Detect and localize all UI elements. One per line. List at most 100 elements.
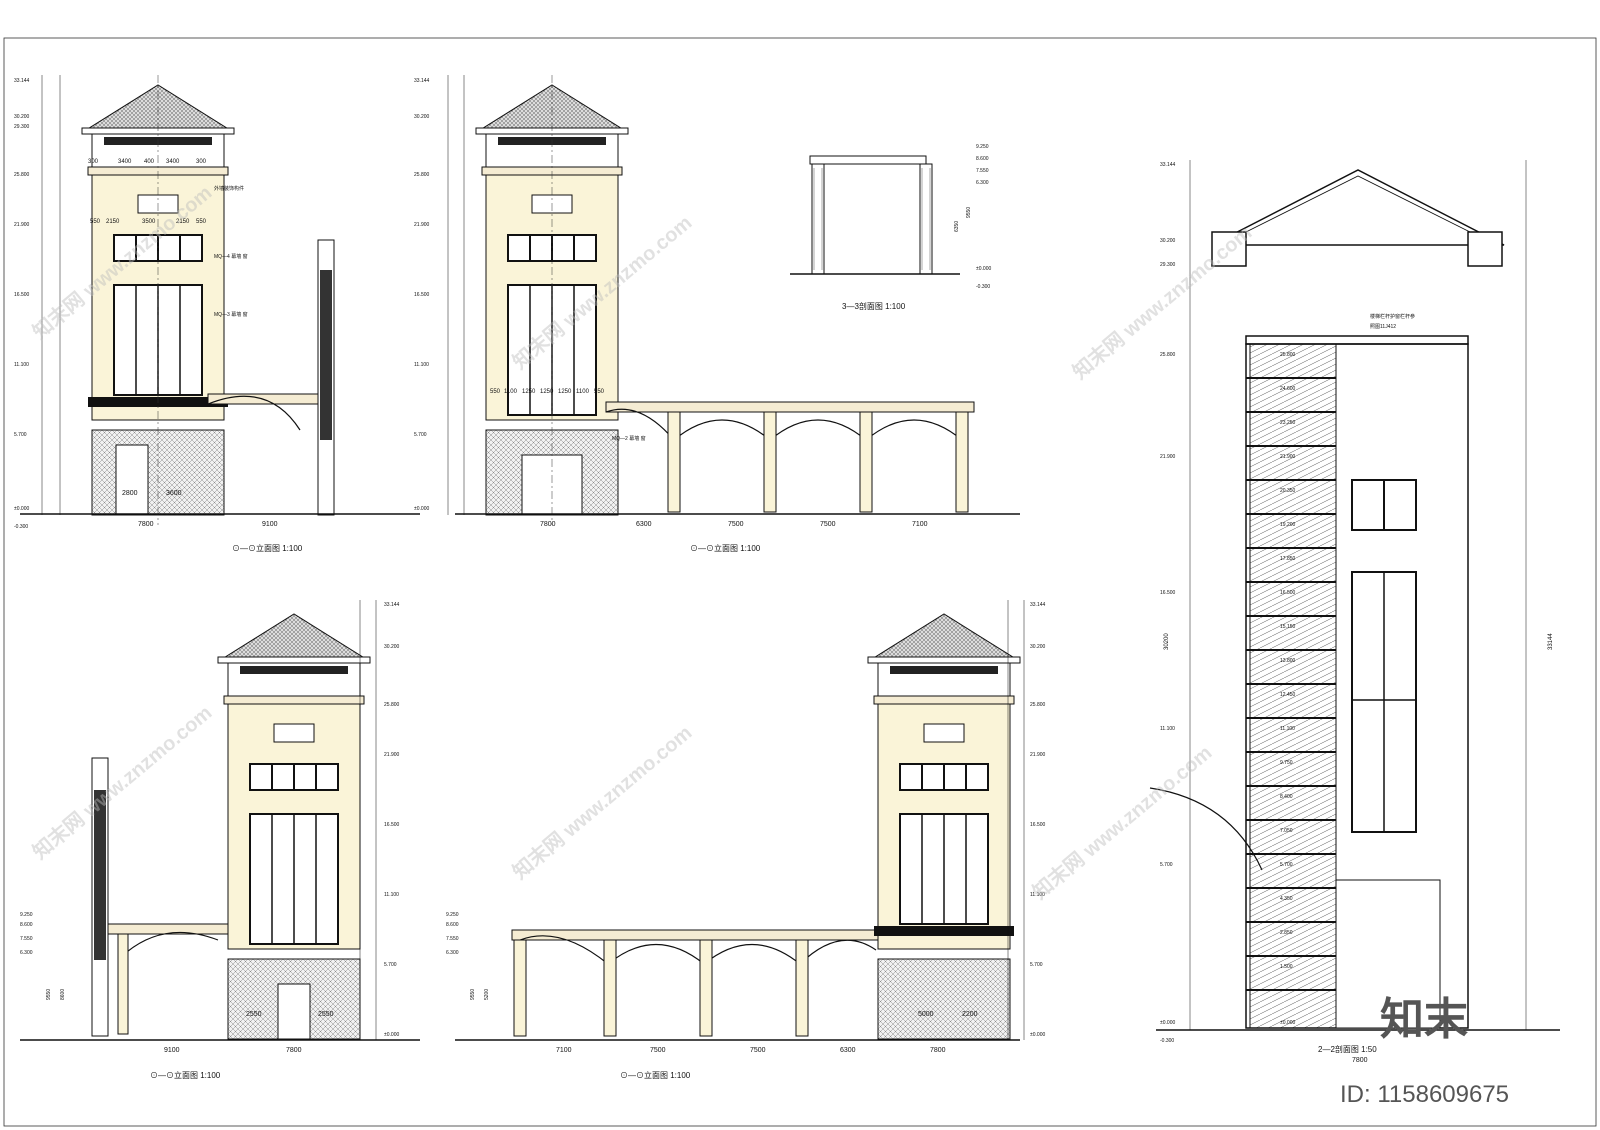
dim-value: 9550 <box>966 207 972 218</box>
level-mark: 30.200 <box>1030 644 1046 650</box>
level-column-c: 33.144 30.200 25.800 21.900 16.500 11.10… <box>359 600 400 1040</box>
level-mark: 15.150 <box>1280 624 1296 630</box>
level-mark: 25.800 <box>1030 702 1046 708</box>
level-mark: 11.100 <box>14 362 29 368</box>
dim-value: 550 <box>490 389 501 395</box>
arcade-c <box>107 923 229 1035</box>
elevation-a: 7800 9100 2800 3600 ⊙—⊙立面图 1:100 <box>20 75 420 553</box>
level-mark: 21.900 <box>1030 752 1046 758</box>
level-column-a: 33.144 30.200 29.300 25.800 21.900 16.50… <box>14 75 61 530</box>
dim-value: 400 <box>144 159 155 165</box>
level-mark: 16.500 <box>1280 590 1296 596</box>
level-mark: -0.300 <box>1160 1038 1174 1044</box>
level-mark: ±0.000 <box>1280 1020 1295 1026</box>
level-mark: ±0.000 <box>384 1032 399 1038</box>
dim-value: 7500 <box>650 1047 666 1054</box>
dim-value: 30200 <box>1164 633 1170 650</box>
dim-value: 550 <box>90 219 101 225</box>
level-mark: 11.100 <box>384 892 399 898</box>
dim-chain-a: 7800 9100 2800 3600 <box>122 490 278 528</box>
dim-value: 7500 <box>820 521 836 528</box>
level-mark: 9.250 <box>20 912 33 918</box>
section-2-2-levels: 25.800 24.600 23.250 21.900 20.350 19.20… <box>1164 313 1554 1064</box>
drawing-title: ⊙—⊙立面图 1:100 <box>150 1070 221 1080</box>
dim-value: 9550 <box>470 989 476 1000</box>
watermark: 知末网 www.znzmo.com <box>508 720 697 884</box>
section-3-3-levels: 9.250 8.600 7.550 6.300 ±0.000 -0.300 63… <box>954 144 991 290</box>
level-mark: 30.200 <box>1160 238 1176 244</box>
drawing-title: ⊙—⊙立面图 1:100 <box>620 1070 691 1080</box>
level-mark: 8.600 <box>976 156 989 162</box>
level-mark: 5.700 <box>414 432 427 438</box>
dim-value: 3400 <box>118 159 132 165</box>
note-line: 楼梯栏杆护窗栏杆参 <box>1370 313 1415 320</box>
watermark: 知末网 www.znzmo.com <box>28 700 217 864</box>
tower-c <box>217 613 371 1040</box>
callout-label: MQ—4 幕墙 窗 <box>214 253 248 260</box>
tower-d <box>867 613 1021 1040</box>
entry-door <box>115 444 149 516</box>
level-mark: -0.300 <box>976 284 990 290</box>
level-mark: 16.500 <box>1160 590 1176 596</box>
level-mark: 6.300 <box>20 950 33 956</box>
dim-value: 300 <box>88 159 99 165</box>
elevation-d: 7100 7500 7500 6300 7800 5000 2200 ⊙—⊙立面… <box>455 613 1021 1080</box>
level-mark: 33.144 <box>14 78 30 84</box>
dim-value: 9100 <box>164 1047 180 1054</box>
callout-label: MQ—2 幕墙 窗 <box>612 435 646 442</box>
level-mark: 9.750 <box>1280 760 1293 766</box>
dim-value: 1100 <box>504 389 518 395</box>
level-mark: 13.800 <box>1280 658 1296 664</box>
note-line: 照图11J412 <box>1370 324 1396 330</box>
tower-a <box>81 75 235 525</box>
level-mark: 7.550 <box>20 936 33 942</box>
level-mark: 1.500 <box>1280 964 1293 970</box>
dim-chain-c: 9100 7800 2550 2550 <box>164 1011 334 1054</box>
level-mark: 33.144 <box>414 78 430 84</box>
dim-value: 1100 <box>576 389 590 395</box>
drawing-title: 3—3剖面图 1:100 <box>842 301 906 311</box>
dim-value: 9550 <box>46 989 52 1000</box>
drawing-title: ⊙—⊙立面图 1:100 <box>232 543 303 553</box>
level-mark: 7.050 <box>1280 828 1293 834</box>
dim-value: 2800 <box>122 490 138 497</box>
dim-value: 300 <box>196 159 207 165</box>
level-mark: 29.300 <box>1160 262 1176 268</box>
level-mark: 11.100 <box>1030 892 1045 898</box>
level-mark: ±0.000 <box>14 506 29 512</box>
dim-value: 7100 <box>556 1047 572 1054</box>
canopy-levels-d: 9.250 8.600 7.550 6.300 9550 5200 <box>446 912 490 1000</box>
tower-dims-b: 550 1100 1250 1250 1250 1100 550 MQ—2 幕墙… <box>490 389 646 442</box>
dim-value: 6300 <box>636 521 652 528</box>
level-mark: 16.500 <box>384 822 400 828</box>
level-mark: 19.200 <box>1280 522 1296 528</box>
dim-value: 7800 <box>930 1047 946 1054</box>
canopy-levels-c: 9.250 8.600 7.550 6.300 9550 8600 <box>20 912 66 1000</box>
callout-label: MQ—3 幕墙 窗 <box>214 311 248 318</box>
level-mark: 30.200 <box>14 114 30 120</box>
level-mark: 25.800 <box>414 172 430 178</box>
dim-value: 1250 <box>522 389 536 395</box>
level-mark: 21.900 <box>14 222 30 228</box>
level-column-e: 33.144 30.200 29.300 25.800 21.900 16.50… <box>1160 160 1527 1044</box>
dim-value: 7800 <box>1352 1057 1368 1064</box>
dim-value: 5000 <box>918 1011 934 1018</box>
dim-value: 3500 <box>142 219 156 225</box>
level-mark: 8.400 <box>1280 794 1293 800</box>
level-mark: 29.300 <box>14 124 30 130</box>
dim-value: 2550 <box>246 1011 262 1018</box>
dim-value: 7500 <box>750 1047 766 1054</box>
dim-value: 7500 <box>728 521 744 528</box>
level-column-d: 33.144 30.200 25.800 21.900 16.500 11.10… <box>1007 600 1046 1040</box>
dim-value: 1250 <box>540 389 554 395</box>
level-mark: 2.850 <box>1280 930 1293 936</box>
dim-value: 7800 <box>286 1047 302 1054</box>
elevation-b: 7800 6300 7500 7500 7100 ⊙—⊙立面图 1:100 <box>455 75 1020 553</box>
dim-value: 8600 <box>60 989 66 1000</box>
dim-value: 6350 <box>954 221 960 232</box>
level-mark: 21.900 <box>1160 454 1176 460</box>
dim-value: 9100 <box>262 521 278 528</box>
floor-slabs <box>1246 377 1336 991</box>
dim-value: 550 <box>196 219 207 225</box>
arcade-d <box>511 929 881 1037</box>
